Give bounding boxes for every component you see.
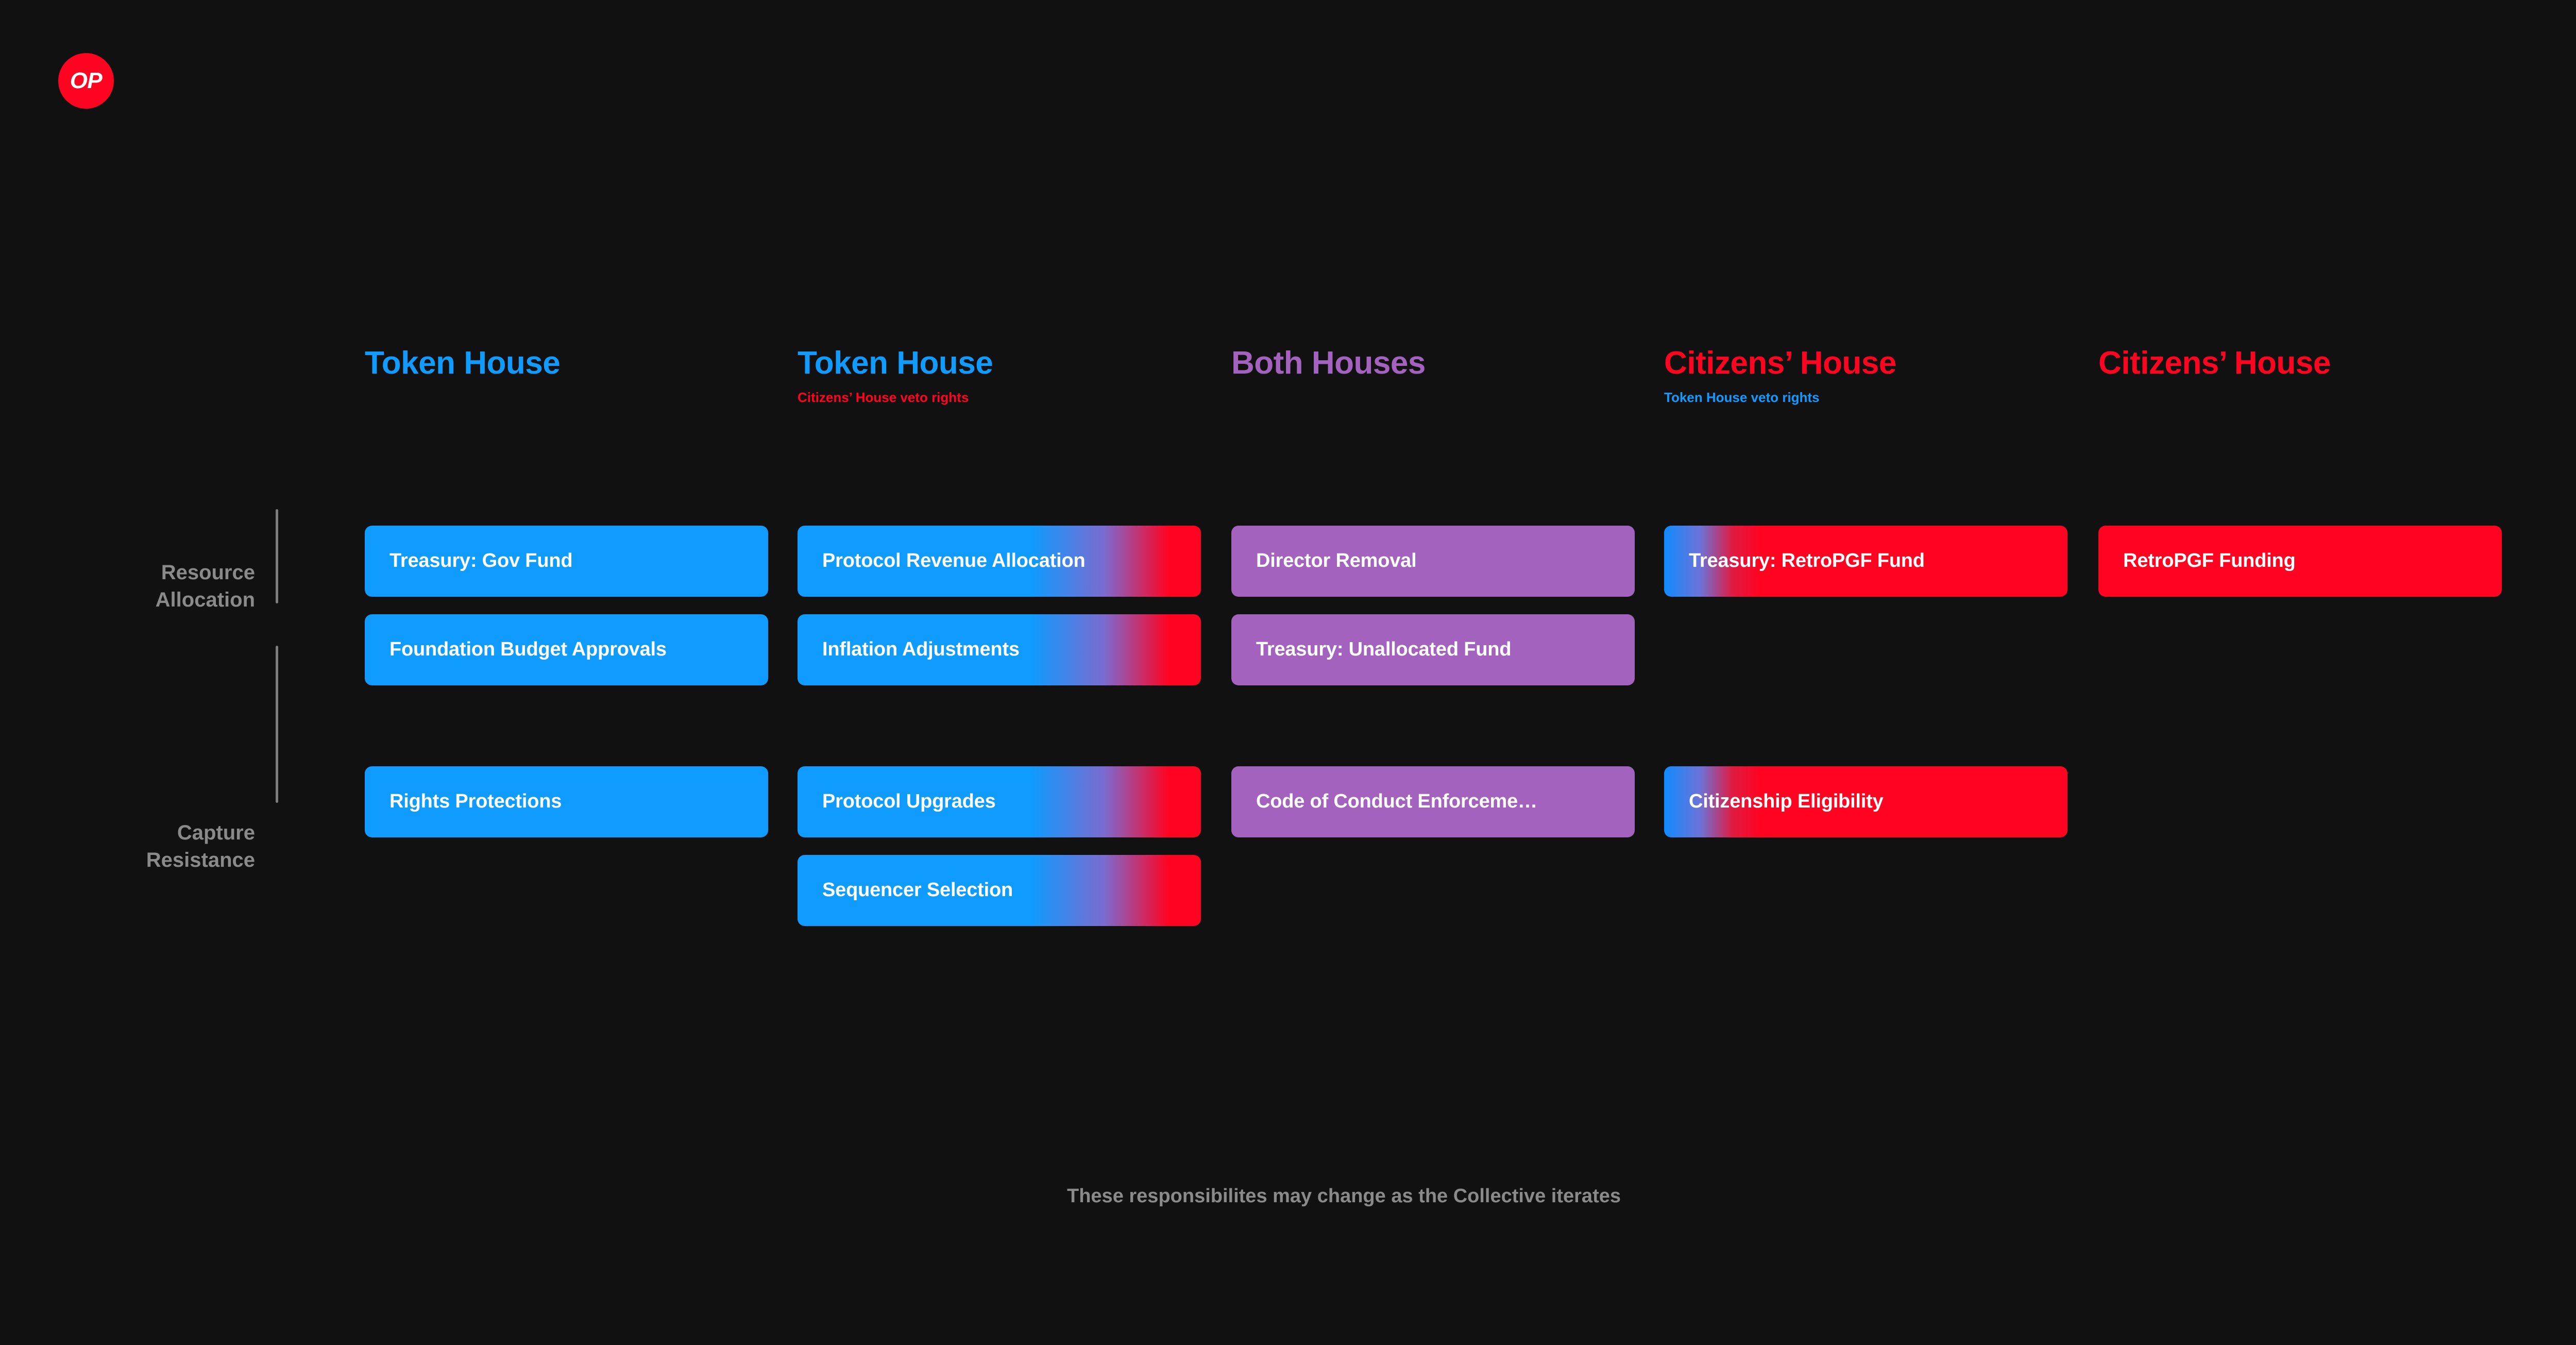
footer-note: These responsibilites may change as the …: [1067, 1185, 1621, 1207]
card-label: Director Removal: [1256, 550, 1417, 572]
column-title: Token House: [798, 345, 993, 381]
column-subtitle: Citizens’ House veto rights: [798, 389, 969, 405]
card-rights-protections[interactable]: Rights Protections: [365, 766, 768, 837]
column-header-token-house-1: Token House: [365, 346, 777, 380]
card-sequencer-selection[interactable]: Sequencer Selection: [798, 855, 1201, 926]
card-director-removal[interactable]: Director Removal: [1231, 526, 1635, 597]
column-title: Citizens’ House: [1664, 345, 1896, 381]
column-header-citizens-house-1: Citizens’ House Token House veto rights: [1664, 346, 2076, 406]
op-logo-text: OP: [70, 68, 103, 93]
card-inflation-adjustments[interactable]: Inflation Adjustments: [798, 614, 1201, 685]
card-label: Treasury: Gov Fund: [389, 550, 573, 572]
card-citizenship-eligibility[interactable]: Citizenship Eligibility: [1664, 766, 2067, 837]
card-label: Citizenship Eligibility: [1689, 791, 1884, 813]
card-treasury-gov-fund[interactable]: Treasury: Gov Fund: [365, 526, 768, 597]
card-label: Sequencer Selection: [822, 880, 1013, 901]
column-subtitle: Token House veto rights: [1664, 389, 1820, 405]
card-foundation-budget-approvals[interactable]: Foundation Budget Approvals: [365, 614, 768, 685]
row-divider-resource-allocation: [276, 509, 278, 603]
card-treasury-retropgf-fund[interactable]: Treasury: RetroPGF Fund: [1664, 526, 2067, 597]
card-label: Protocol Upgrades: [822, 791, 996, 813]
column-title: Citizens’ House: [2098, 345, 2331, 381]
card-label: Rights Protections: [389, 791, 562, 813]
row-divider-capture-resistance: [276, 646, 278, 803]
column-header-token-house-2: Token House Citizens’ House veto rights: [798, 346, 1210, 406]
card-protocol-revenue-allocation[interactable]: Protocol Revenue Allocation: [798, 526, 1201, 597]
card-code-of-conduct-enforcement[interactable]: Code of Conduct Enforceme…: [1231, 766, 1635, 837]
column-header-citizens-house-2: Citizens’ House: [2098, 346, 2511, 380]
card-label: RetroPGF Funding: [2123, 550, 2296, 572]
column-header-both-houses: Both Houses: [1231, 346, 1643, 380]
card-label: Protocol Revenue Allocation: [822, 550, 1086, 572]
card-label: Inflation Adjustments: [822, 639, 1020, 661]
row-label-resource-allocation: Resource Allocation: [155, 561, 255, 611]
card-label: Code of Conduct Enforceme…: [1256, 791, 1537, 813]
op-circle-logo[interactable]: OP: [58, 53, 114, 109]
card-retropgf-funding[interactable]: RetroPGF Funding: [2098, 526, 2502, 597]
column-title: Token House: [365, 345, 561, 381]
card-protocol-upgrades[interactable]: Protocol Upgrades: [798, 766, 1201, 837]
card-label: Foundation Budget Approvals: [389, 639, 667, 661]
row-label-capture-resistance: Capture Resistance: [146, 821, 255, 871]
card-label: Treasury: RetroPGF Fund: [1689, 550, 1925, 572]
card-label: Treasury: Unallocated Fund: [1256, 639, 1512, 661]
card-treasury-unallocated-fund[interactable]: Treasury: Unallocated Fund: [1231, 614, 1635, 685]
column-title: Both Houses: [1231, 345, 1426, 381]
